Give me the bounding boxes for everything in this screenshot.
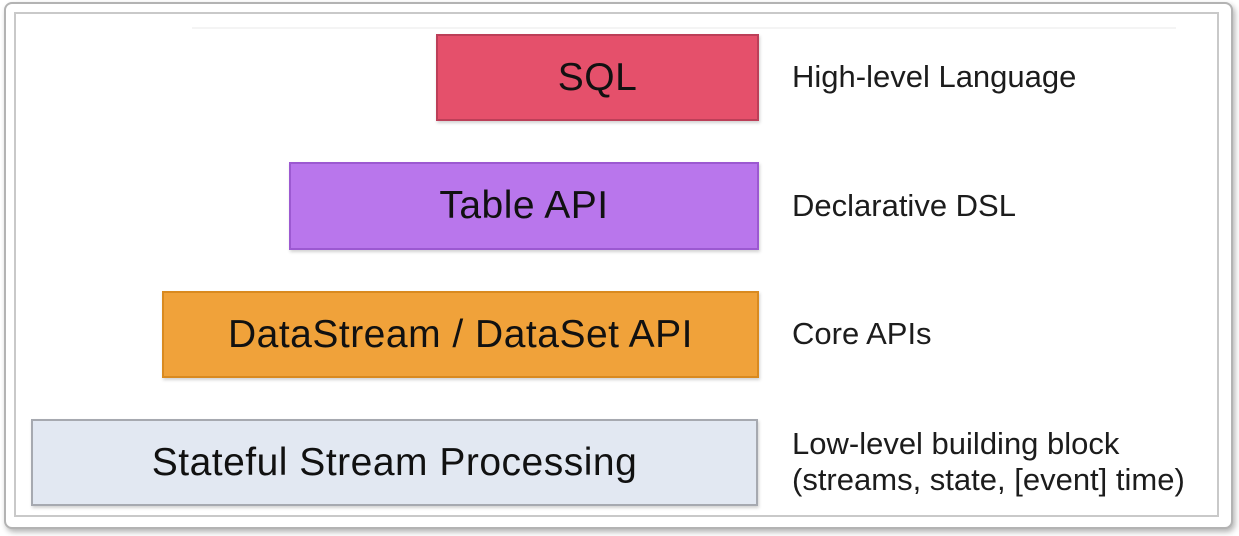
layer-label-stateful-stream-processing: Stateful Stream Processing [151,440,638,484]
annotation-core-apis-line1: Core APIs [792,316,932,352]
layer-label-datastream-dataset-api: DataStream / DataSet API [227,312,694,356]
annotation-low-level-line1: Low-level building block [792,426,1120,462]
layer-box-datastream-dataset-api: DataStream / DataSet API [162,291,759,378]
layer-box-table-api: Table API [289,162,759,250]
annotation-low-level-line2: (streams, state, [event] time) [792,462,1185,497]
layer-box-sql: SQL [436,34,759,121]
layer-label-table-api: Table API [439,184,609,227]
layer-label-sql: SQL [557,55,638,99]
diagram-canvas: SQL High-level Language Table API Declar… [14,12,1219,517]
annotation-table-api-line1: Declarative DSL [792,188,1016,224]
slide-frame: SQL High-level Language Table API Declar… [4,2,1233,529]
annotation-low-level-building-block: Low-level building block (streams, state… [792,426,1185,498]
faint-divider-line [192,27,1176,29]
annotation-core-apis: Core APIs [792,316,932,352]
annotation-table-api: Declarative DSL [792,188,1016,224]
annotation-sql: High-level Language [792,59,1076,95]
annotation-sql-line1: High-level Language [792,59,1077,95]
layer-box-stateful-stream-processing: Stateful Stream Processing [31,419,758,506]
